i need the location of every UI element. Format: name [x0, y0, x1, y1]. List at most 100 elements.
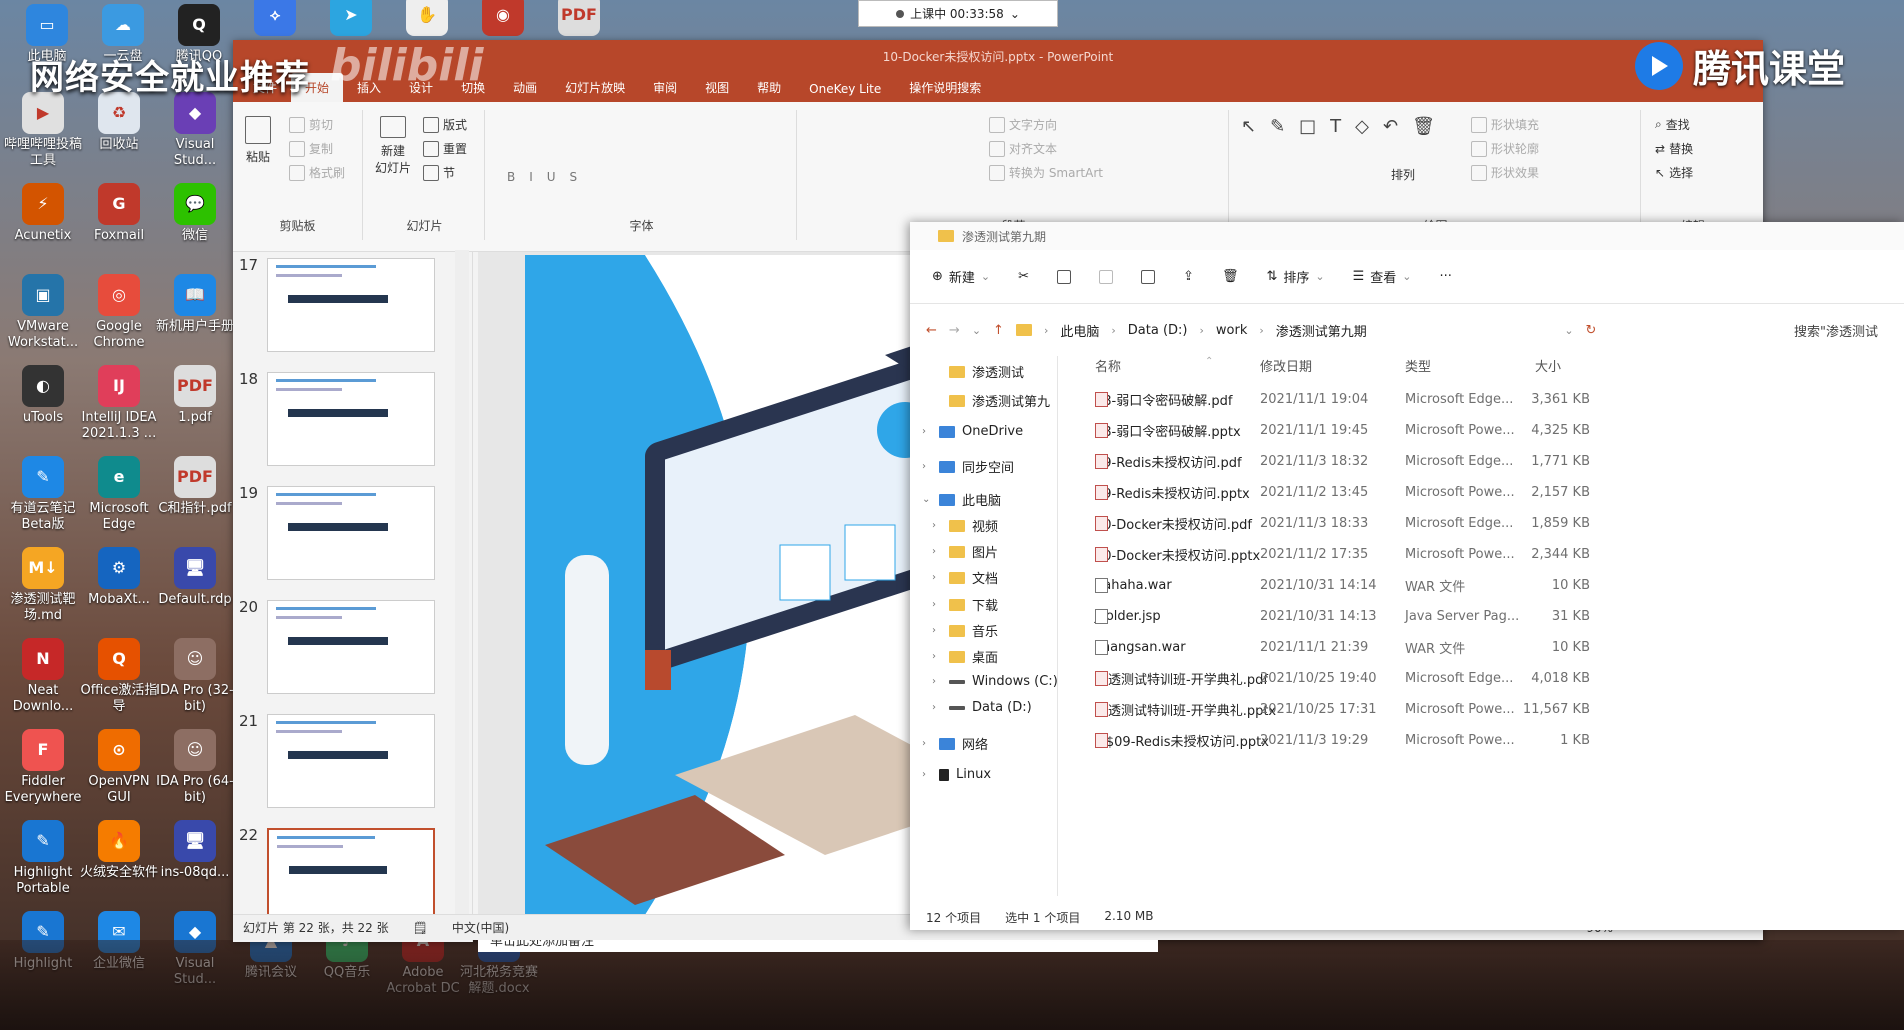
share-button[interactable]: ⇪ — [1183, 269, 1194, 284]
nav-item[interactable]: ›桌面 — [932, 647, 998, 666]
chevron-right-icon[interactable]: › — [932, 599, 936, 610]
tab-8[interactable]: 视图 — [705, 81, 730, 95]
new-button[interactable]: ⊕新建⌄ — [932, 269, 991, 286]
paste-button[interactable] — [1099, 269, 1114, 284]
column-type[interactable]: 类型 — [1405, 360, 1432, 375]
chevron-right-icon[interactable]: › — [922, 738, 926, 749]
section-button[interactable]: 节 — [423, 164, 455, 181]
chevron-right-icon[interactable]: › — [932, 546, 936, 557]
replace-button[interactable]: ⇄替换 — [1655, 141, 1694, 157]
rename-button[interactable] — [1141, 269, 1156, 284]
more-button[interactable]: ··· — [1440, 269, 1452, 284]
cut-button[interactable]: ✂ — [1018, 269, 1029, 284]
nav-item[interactable]: ›Linux — [922, 767, 991, 782]
shape-outline-button[interactable]: 形状轮廓 — [1471, 140, 1539, 157]
layout-button[interactable]: 版式 — [423, 116, 467, 133]
font-format-buttons[interactable]: BIUS — [507, 170, 592, 184]
refresh-icon[interactable]: ↻ — [1585, 322, 1597, 338]
class-timer[interactable]: 上课中 00:33:58 ⌄ — [858, 0, 1058, 27]
tab-4[interactable]: 切换 — [461, 81, 486, 95]
desktop-icon[interactable]: 💬微信 — [156, 183, 234, 244]
nav-item[interactable]: ›Windows (C:) — [932, 674, 1058, 689]
nav-item[interactable]: ›音乐 — [932, 621, 998, 640]
find-button[interactable]: ⌕查找 — [1655, 117, 1690, 132]
tab-5[interactable]: 动画 — [513, 81, 538, 95]
desktop-icon[interactable]: 🖥ins-08qd... — [156, 820, 234, 881]
slide-thumbnail[interactable] — [267, 714, 435, 808]
desktop-icon[interactable]: ➤ — [312, 0, 390, 39]
language-indicator[interactable]: 中文(中国) — [451, 921, 510, 935]
desktop-icon[interactable]: ▣VMware Workstat... — [4, 274, 82, 351]
reset-button[interactable]: 重置 — [423, 140, 467, 157]
chevron-down-icon[interactable]: ⌄ — [1009, 6, 1020, 21]
tab-7[interactable]: 审阅 — [653, 81, 678, 95]
desktop-icon[interactable]: ✎有道云笔记Beta版 — [4, 456, 82, 533]
breadcrumb-current[interactable]: 渗透测试第九期 — [1275, 324, 1367, 340]
copy-button[interactable]: 复制 — [289, 140, 333, 157]
up-icon[interactable]: ↑ — [993, 322, 1004, 338]
desktop-icon[interactable]: ⊙OpenVPN GUI — [80, 729, 158, 806]
arrange-button[interactable]: 排列 — [1391, 168, 1416, 182]
new-slide-button[interactable]: 新建 幻灯片 — [375, 116, 411, 176]
sort-button[interactable]: ⇅排序⌄ — [1266, 269, 1325, 286]
shape-fill-button[interactable]: 形状填充 — [1471, 116, 1539, 133]
nav-item[interactable]: 渗透测试 — [932, 362, 1024, 381]
slide-thumbnail[interactable] — [267, 828, 435, 922]
chevron-right-icon[interactable]: › — [922, 769, 926, 780]
address-chevron-icon[interactable]: ⌄ — [1564, 323, 1574, 337]
nav-item[interactable]: ›同步空间 — [922, 457, 1014, 476]
desktop-icon[interactable]: ✋ — [388, 0, 466, 39]
cut-button[interactable]: 剪切 — [289, 116, 333, 133]
desktop-icon[interactable]: ◎Google Chrome — [80, 274, 158, 351]
desktop-icon[interactable]: PDF — [540, 0, 618, 39]
chevron-right-icon[interactable]: › — [932, 702, 936, 713]
chevron-right-icon[interactable]: › — [932, 572, 936, 583]
desktop-icon[interactable]: ☺IDA Pro (64-bit) — [156, 729, 234, 806]
desktop-icon[interactable]: ⚡Acunetix — [4, 183, 82, 244]
nav-item[interactable]: ›下载 — [932, 595, 998, 614]
format-painter-button[interactable]: 格式刷 — [289, 164, 345, 181]
chevron-right-icon[interactable]: › — [922, 461, 926, 472]
chevron-right-icon[interactable]: ⌄ — [922, 494, 931, 505]
nav-item[interactable]: 渗透测试第九 — [932, 391, 1050, 410]
desktop-icon[interactable]: ☺IDA Pro (32-bit) — [156, 638, 234, 715]
chevron-right-icon[interactable]: › — [932, 520, 936, 531]
forward-icon[interactable]: → — [948, 322, 960, 338]
desktop-icon[interactable]: ◉ — [464, 0, 542, 39]
breadcrumb-work[interactable]: work — [1215, 322, 1248, 338]
desktop-icon[interactable]: ♻回收站 — [80, 92, 158, 153]
slide-thumbnail[interactable] — [267, 372, 435, 466]
nav-item[interactable]: ›网络 — [922, 734, 988, 753]
nav-item[interactable]: ›图片 — [932, 542, 998, 561]
chevron-right-icon[interactable]: › — [922, 426, 926, 437]
shape-effects-button[interactable]: 形状效果 — [1471, 164, 1539, 181]
desktop-icon[interactable]: 🔥火绒安全软件 — [80, 820, 158, 881]
breadcrumb-drive[interactable]: Data (D:) — [1127, 322, 1188, 338]
tab-6[interactable]: 幻灯片放映 — [565, 81, 626, 95]
chevron-right-icon[interactable]: › — [932, 625, 936, 636]
notes-icon[interactable]: 🗒 — [412, 920, 428, 935]
slide-thumbnail[interactable] — [267, 258, 435, 352]
nav-item[interactable]: ›视频 — [932, 516, 998, 535]
desktop-icon[interactable]: ▭此电脑 — [8, 4, 86, 65]
nav-item[interactable]: ›OneDrive — [922, 424, 1023, 439]
desktop-icon[interactable]: ⚙MobaXt... — [80, 547, 158, 608]
desktop-icon[interactable]: 📖新机用户手册 — [156, 274, 234, 335]
desktop-icon[interactable]: ◆Visual Stud... — [156, 92, 234, 169]
column-date[interactable]: 修改日期 — [1260, 360, 1313, 375]
column-size[interactable]: 大小 — [1535, 360, 1562, 375]
